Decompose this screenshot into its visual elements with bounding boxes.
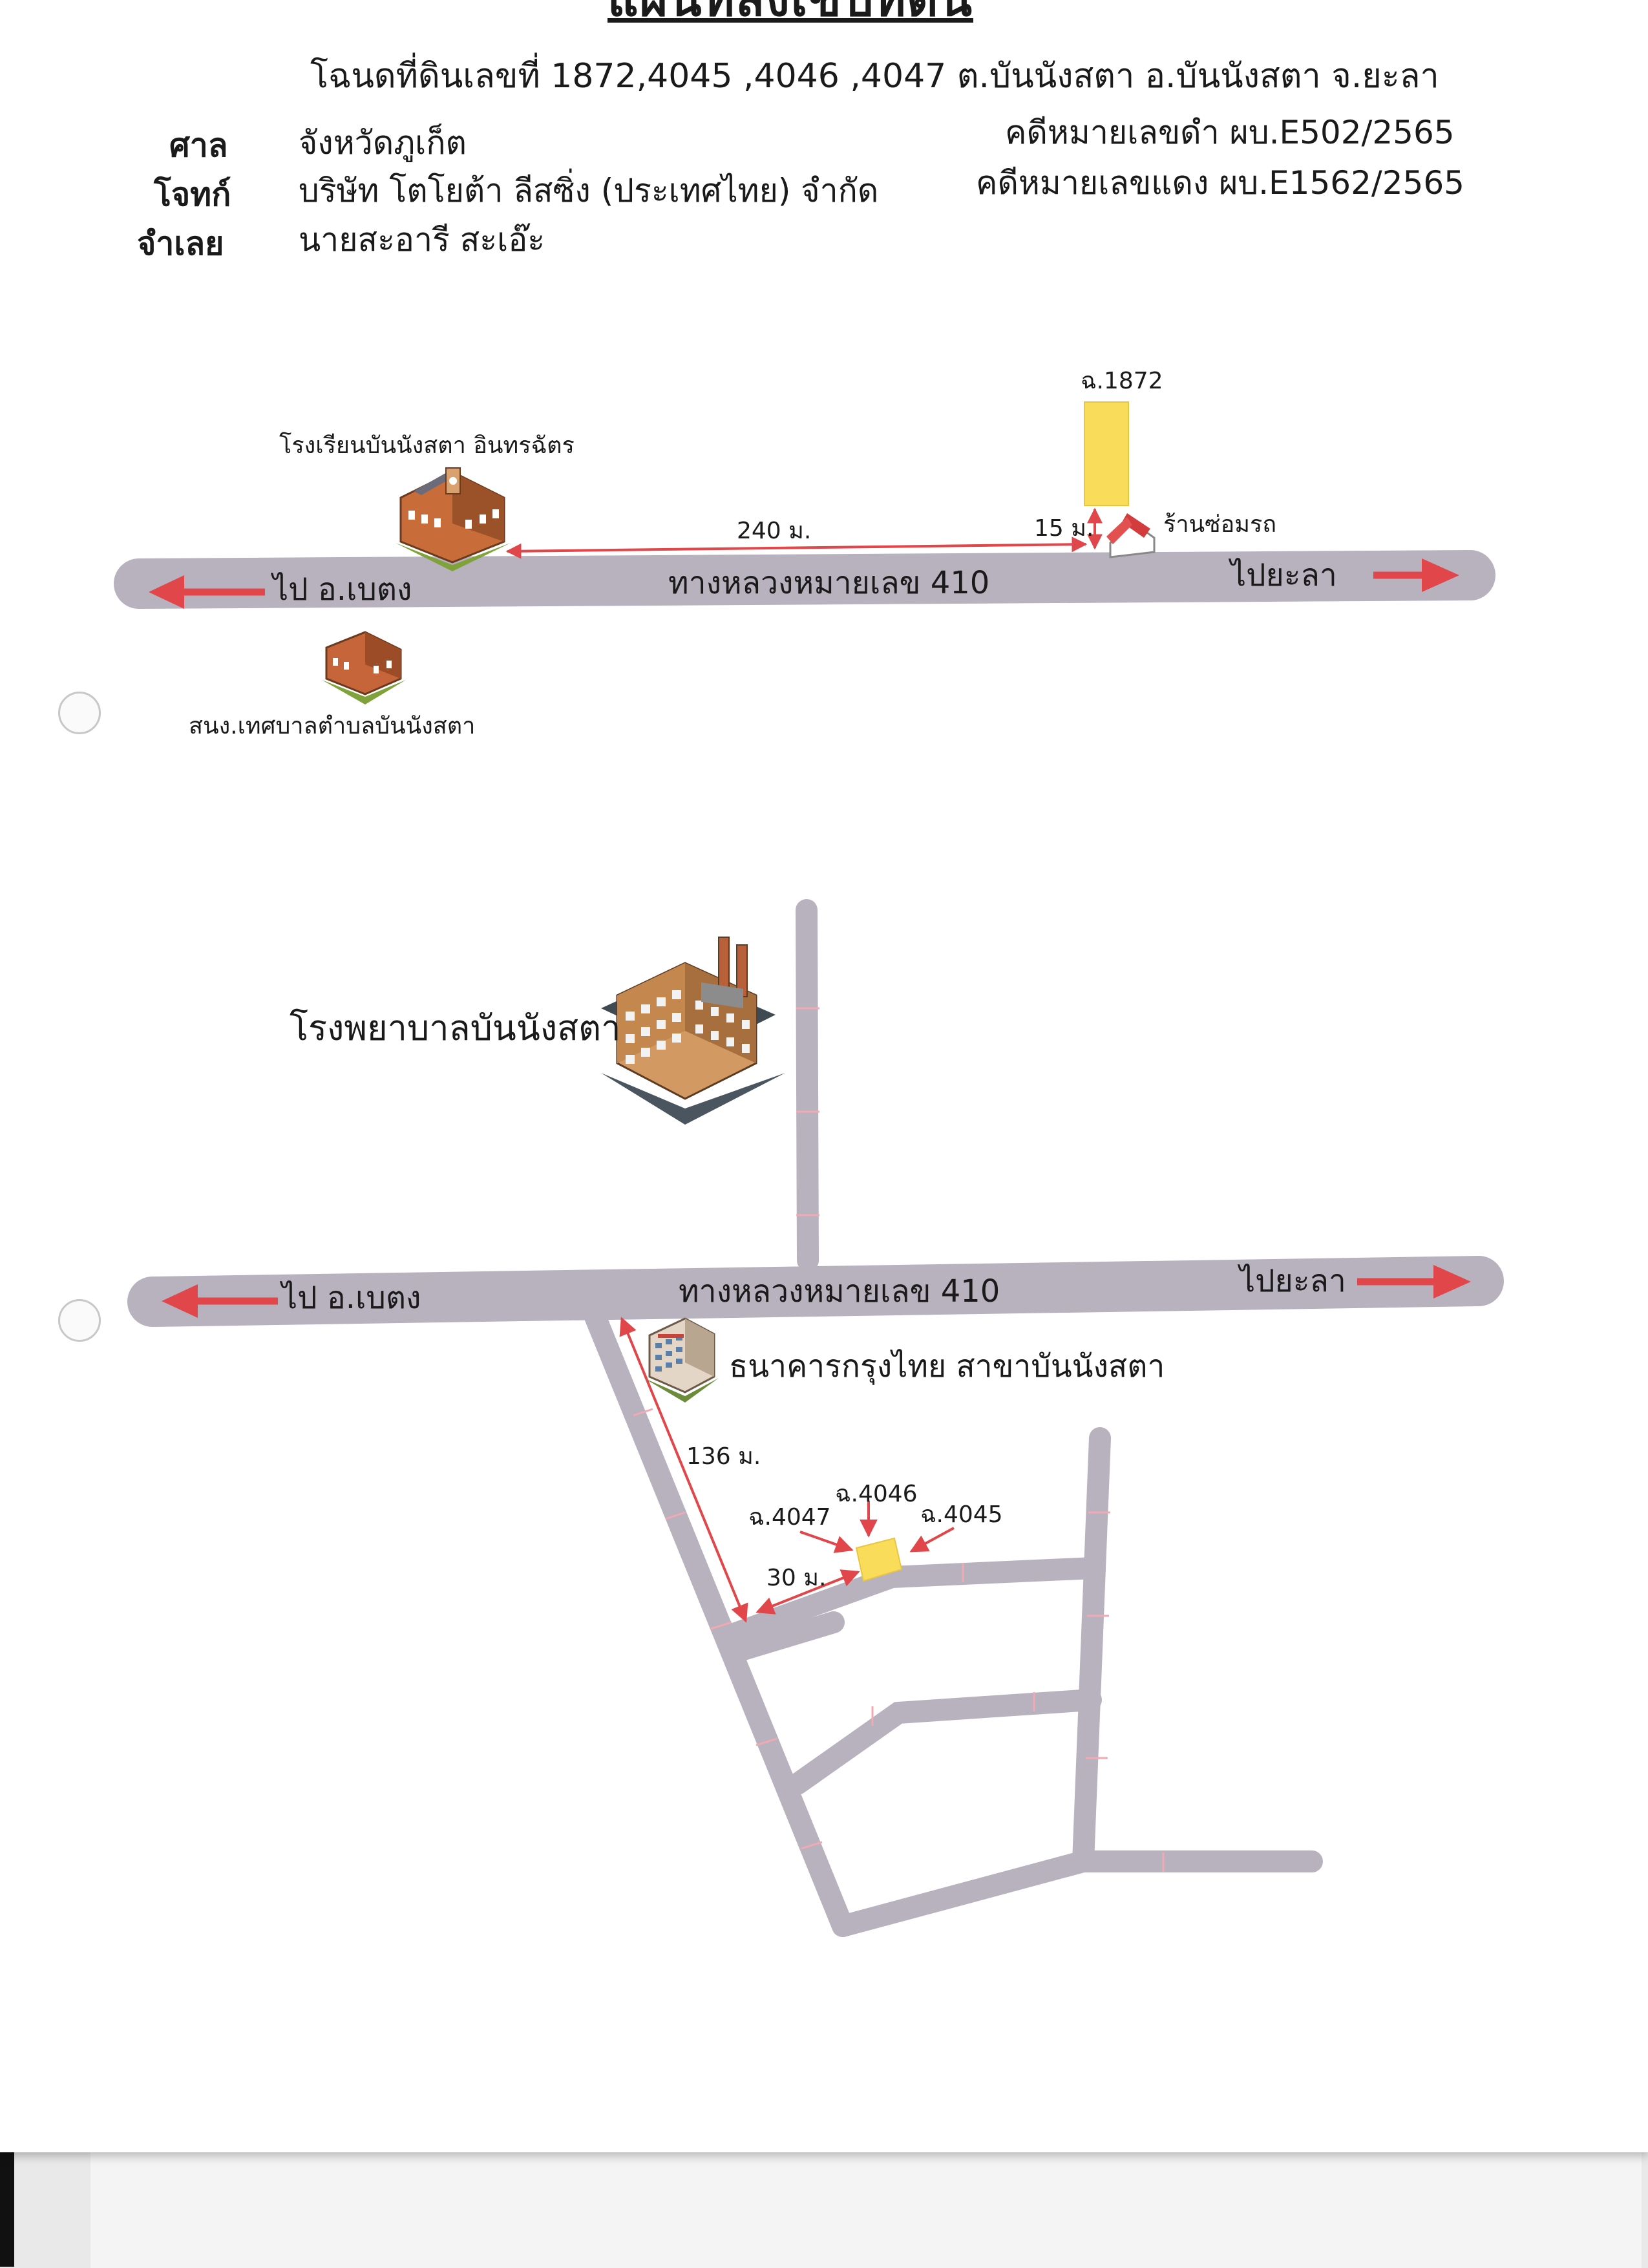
- plaintiff-label: โจทก์: [154, 176, 231, 213]
- black-case-number: คดีหมายเลขดำ ผบ.E502/2565: [1005, 114, 1455, 151]
- direction-arrow-right-bottom: [1357, 1265, 1471, 1298]
- direction-yala-top: ไปยะลา: [1231, 557, 1337, 593]
- deed-line: โฉนดที่ดินเลขที่ 1872,4045 ,4046 ,4047 ต…: [310, 57, 1439, 96]
- direction-arrow-left-top: [149, 575, 265, 609]
- school-building-icon: [396, 467, 511, 571]
- map-graphics: [114, 401, 1504, 1937]
- distance-240m-label: 240 ม.: [737, 518, 812, 544]
- hospital-label: โรงพยาบาลบันนังสตา: [290, 1008, 621, 1048]
- plaintiff-value: บริษัท โตโยต้า ลีสซิ่ง (ประเทศไทย) จำกัด: [299, 172, 879, 209]
- defendant-label: จำเลย: [137, 225, 224, 262]
- school-label: โรงเรียนบันนังสตา อินทรฉัตร: [279, 432, 575, 459]
- pointer-arrow-4045: [909, 1527, 955, 1553]
- bank-label: ธนาคารกรุงไทย สาขาบันนังสตา: [729, 1348, 1165, 1384]
- page-title: แผนที่สังเขปที่ดิน: [607, 0, 973, 23]
- plot-4045-label: ฉ.4045: [920, 1501, 1003, 1528]
- highway-label-bottom: ทางหลวงหมายเลข 410: [679, 1273, 1000, 1309]
- highway-410-road-top: [114, 550, 1495, 609]
- direction-betong-top: ไป อ.เบตง: [273, 571, 412, 608]
- map-sheet: แผนที่สังเขปที่ดิน โฉนดที่ดินเลขที่ 1872…: [0, 0, 1648, 2152]
- red-case-number: คดีหมายเลขแดง ผบ.E1562/2565: [976, 164, 1464, 202]
- plots-4045-4046-4047: [855, 1537, 903, 1582]
- plot-4046-label: ฉ.4046: [835, 1481, 918, 1507]
- repair-shop-label: ร้านซ่อมรถ: [1163, 511, 1277, 538]
- office-building-icon: [322, 631, 406, 705]
- municipal-office-label: สนง.เทศบาลตำบลบันนังสตา: [189, 713, 476, 739]
- distance-arrow-136m: [619, 1317, 748, 1623]
- distance-15m-label: 15 ม.: [1034, 515, 1094, 542]
- distance-136m-label: 136 ม.: [686, 1443, 761, 1470]
- direction-yala-bottom: ไปยะลา: [1240, 1263, 1346, 1299]
- house-icon: [1106, 513, 1156, 558]
- distance-arrow-30m: [755, 1569, 860, 1615]
- local-road-network: [582, 1301, 1323, 1937]
- court-label: ศาล: [169, 127, 228, 164]
- defendant-value: นายสะอารี สะเอ๊ะ: [299, 221, 545, 259]
- highway-label-top: ทางหลวงหมายเลข 410: [668, 565, 990, 601]
- plot-1872: [1084, 401, 1129, 506]
- side-road-north: [796, 899, 819, 1271]
- direction-arrow-right-top: [1373, 558, 1459, 592]
- pointer-arrow-4047: [799, 1531, 854, 1553]
- bank-building-icon: [644, 1317, 719, 1403]
- distance-arrow-240m: [505, 536, 1088, 559]
- plot-4047-label: ฉ.4047: [748, 1504, 831, 1531]
- direction-betong-bottom: ไป อ.เบตง: [282, 1280, 421, 1316]
- court-value: จังหวัดภูเก็ต: [299, 124, 467, 162]
- highway-410-road-bottom: [127, 1256, 1504, 1327]
- distance-30m-label: 30 ม.: [766, 1565, 827, 1591]
- direction-arrow-left-bottom: [162, 1284, 278, 1318]
- factory-icon: [601, 937, 785, 1125]
- punch-hole-bottom: [58, 1299, 101, 1342]
- punch-hole-top: [58, 692, 101, 734]
- plot-1872-label: ฉ.1872: [1081, 368, 1163, 394]
